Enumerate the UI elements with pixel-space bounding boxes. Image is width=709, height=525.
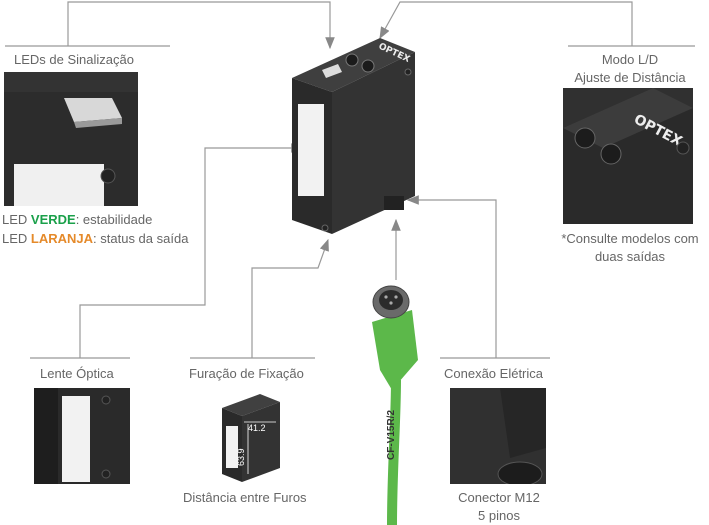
connector-detail-image <box>450 388 546 484</box>
holes-caption: Distância entre Furos <box>183 490 307 505</box>
mode-title-1: Modo L/D <box>601 52 659 67</box>
led-detail-image <box>4 72 138 206</box>
mode-title-2: Ajuste de Distância <box>574 70 686 85</box>
connector-caption-2: 5 pinos <box>478 508 520 523</box>
dim-width: 41.2 <box>248 423 266 433</box>
connector-caption-1: Conector M12 <box>458 490 540 505</box>
cable-label: CF-V15R/2 <box>386 409 397 460</box>
lens-detail-image <box>34 388 130 484</box>
holes-detail-image <box>204 388 282 484</box>
led-green-legend: LED VERDE: estabilidade <box>2 212 153 227</box>
holes-title: Furação de Fixação <box>189 366 304 381</box>
consult-note-2: duas saídas <box>594 249 666 264</box>
dim-height: 63.9 <box>236 448 246 466</box>
led-orange-legend: LED LARANJA: status da saída <box>2 231 189 246</box>
consult-note-1: *Consulte modelos com <box>561 231 699 246</box>
connection-title: Conexão Elétrica <box>444 366 543 381</box>
mode-detail-image: OPTEX <box>563 88 693 224</box>
leds-title: LEDs de Sinalização <box>14 52 134 67</box>
lens-title: Lente Óptica <box>40 366 114 381</box>
